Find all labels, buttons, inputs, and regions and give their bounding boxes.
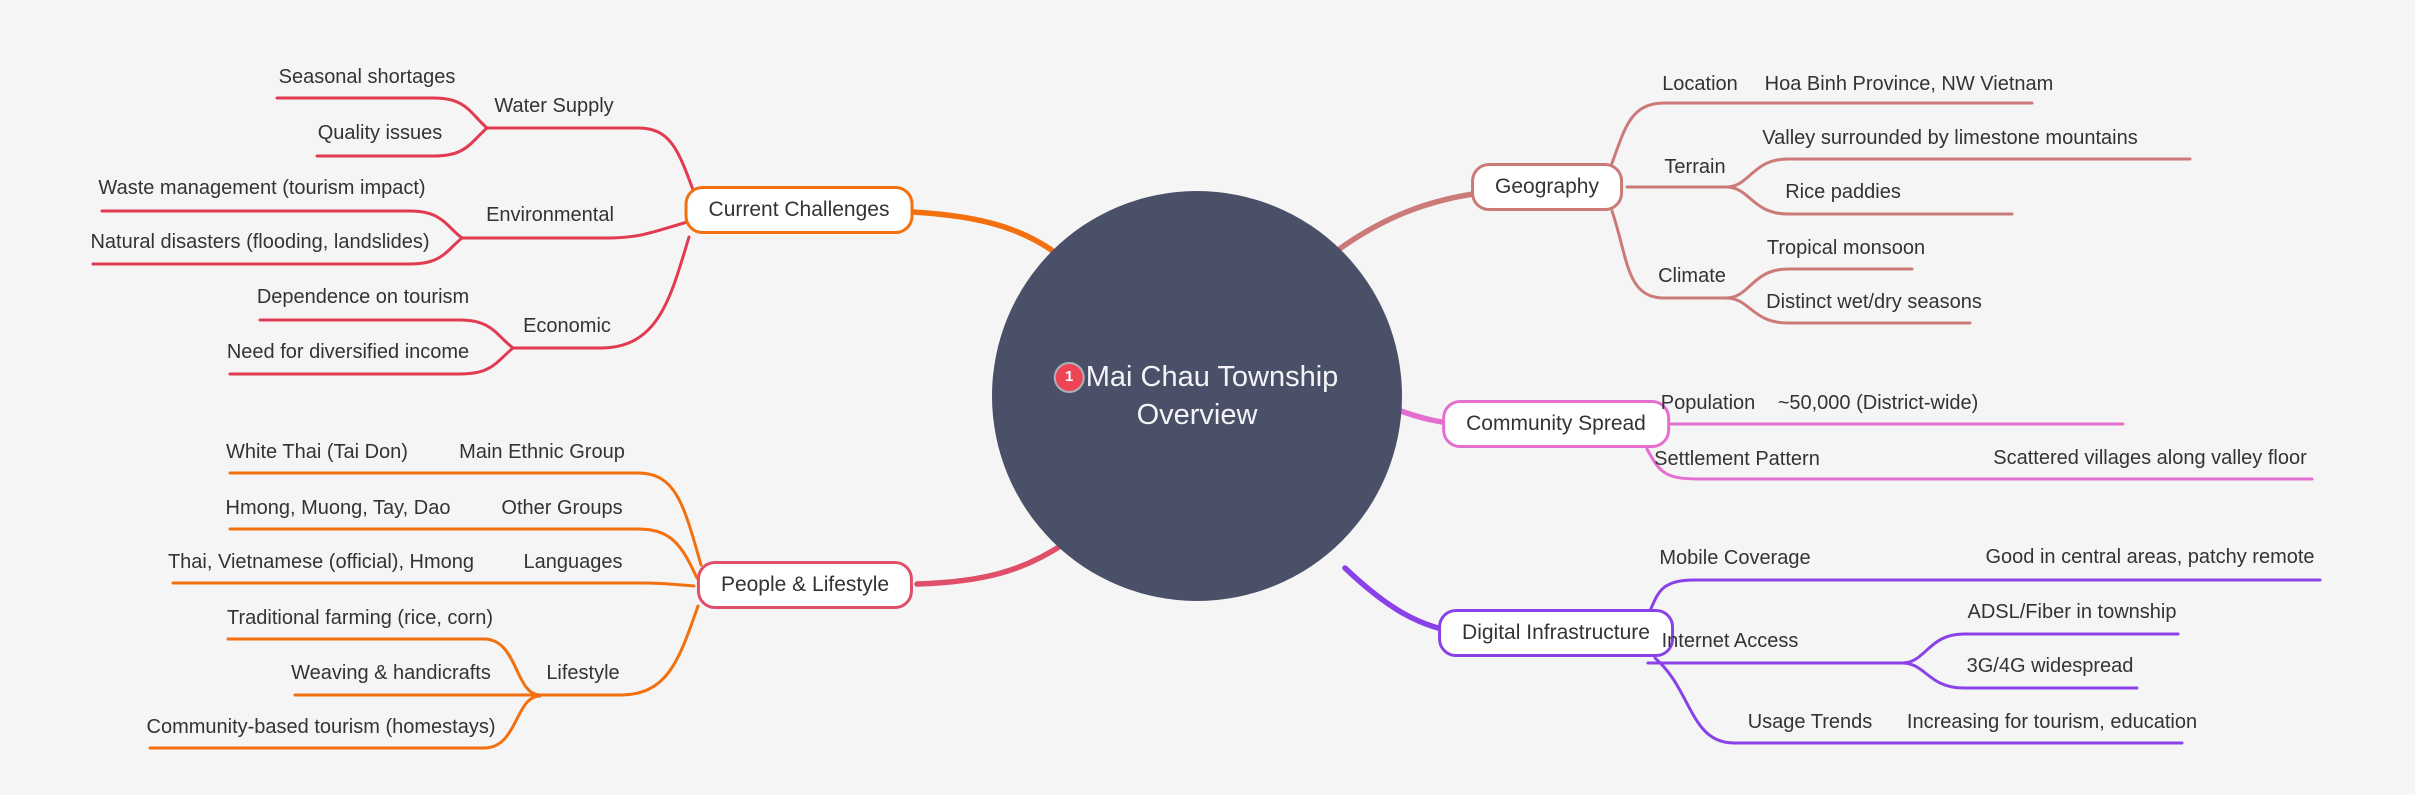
leaf-quality-issues: Quality issues xyxy=(317,122,443,144)
leaf-traditional-farming: Traditional farming (rice, corn) xyxy=(226,607,494,629)
label-location: Location xyxy=(1662,73,1738,95)
leaf-weaving-handicrafts: Weaving & handicrafts xyxy=(291,662,491,684)
label-economic: Economic xyxy=(523,315,611,337)
edge-diversified xyxy=(228,346,515,376)
leaf-usage-value: Increasing for tourism, education xyxy=(1906,711,2198,733)
edge-main-ethnic xyxy=(228,471,703,567)
edge-people-root xyxy=(914,540,1068,587)
edges-challenges xyxy=(91,96,698,376)
edge-farming xyxy=(226,637,542,697)
leaf-wet-dry-seasons: Distinct wet/dry seasons xyxy=(1766,291,1982,313)
label-terrain: Terrain xyxy=(1664,156,1726,178)
center-title-row: 1 Mai Chau Township xyxy=(1055,358,1339,396)
label-population: Population xyxy=(1660,392,1756,414)
leaf-hmong-muong: Hmong, Muong, Tay, Dao xyxy=(225,497,451,519)
branch-node-people-lifestyle: People & Lifestyle xyxy=(696,561,914,609)
edges-digital xyxy=(1646,578,2322,745)
edges-geography xyxy=(1609,101,2192,325)
label-internet-access: Internet Access xyxy=(1661,630,1799,652)
center-badge: 1 xyxy=(1055,363,1083,391)
edge-other-groups xyxy=(228,527,699,580)
leaf-waste-management: Waste management (tourism impact) xyxy=(98,177,426,199)
edge-location xyxy=(1609,101,2034,168)
edge-climate-spine xyxy=(1610,209,1728,300)
label-water-supply: Water Supply xyxy=(494,95,614,117)
label-main-ethnic-group: Main Ethnic Group xyxy=(459,441,625,463)
edge-lifestyle-spine xyxy=(538,604,700,697)
branch-node-digital-infrastructure: Digital Infrastructure xyxy=(1438,609,1674,657)
branch-node-geography: Geography xyxy=(1471,163,1623,211)
edge-languages xyxy=(171,581,696,588)
center-node-circle xyxy=(992,191,1402,601)
edge-seasons xyxy=(1724,296,1972,325)
edge-waste xyxy=(100,209,464,240)
label-other-groups: Other Groups xyxy=(501,497,623,519)
leaf-natural-disasters: Natural disasters (flooding, landslides) xyxy=(90,231,430,253)
label-lifestyle: Lifestyle xyxy=(546,662,620,684)
edge-homestays xyxy=(148,694,542,750)
center-title-line1: Mai Chau Township xyxy=(1085,361,1339,393)
leaf-population-value: ~50,000 (District-wide) xyxy=(1777,392,1979,414)
edge-valley xyxy=(1724,157,2192,189)
leaf-3g4g: 3G/4G widespread xyxy=(1966,655,2134,677)
label-usage-trends: Usage Trends xyxy=(1747,711,1873,733)
edge-environmental-spine xyxy=(460,219,693,240)
label-environmental: Environmental xyxy=(486,204,614,226)
leaf-valley-limestone: Valley surrounded by limestone mountains xyxy=(1762,127,2138,149)
edges-community xyxy=(1641,422,2314,481)
leaf-thai-vietnamese: Thai, Vietnamese (official), Hmong xyxy=(167,551,475,573)
edge-seasonal xyxy=(275,96,489,130)
center-node: 1 Mai Chau Township Overview xyxy=(1055,358,1339,434)
center-title-line2: Overview xyxy=(1136,399,1258,431)
edge-dependence xyxy=(258,318,515,350)
edge-quality xyxy=(315,126,489,158)
branch-node-community-spread: Community Spread xyxy=(1442,400,1670,448)
edge-economic-spine xyxy=(511,235,691,350)
label-mobile-coverage: Mobile Coverage xyxy=(1659,547,1811,569)
leaf-mobile-value: Good in central areas, patchy remote xyxy=(1985,546,2315,568)
leaf-seasonal-shortages: Seasonal shortages xyxy=(278,66,456,88)
label-settlement-pattern: Settlement Pattern xyxy=(1654,448,1820,470)
edge-mobile xyxy=(1648,578,2322,613)
edge-disasters xyxy=(91,236,464,266)
leaf-community-tourism: Community-based tourism (homestays) xyxy=(146,716,496,738)
edge-adsl xyxy=(1900,632,2180,665)
branch-node-current-challenges: Current Challenges xyxy=(684,186,914,234)
leaf-tropical-monsoon: Tropical monsoon xyxy=(1766,237,1926,259)
edges-people xyxy=(148,471,703,750)
leaf-adsl-fiber: ADSL/Fiber in township xyxy=(1967,601,2177,623)
edge-challenges-root xyxy=(909,209,1068,263)
leaf-hoa-binh: Hoa Binh Province, NW Vietnam xyxy=(1764,73,2054,95)
edge-rice xyxy=(1724,185,2014,216)
edge-water-spine xyxy=(485,126,698,200)
leaf-diversified-income: Need for diversified income xyxy=(226,341,470,363)
leaf-white-thai: White Thai (Tai Don) xyxy=(226,441,408,463)
edge-usage xyxy=(1653,656,2184,745)
edge-settlement xyxy=(1645,447,2314,481)
leaf-rice-paddies: Rice paddies xyxy=(1785,181,1901,203)
leaf-dependence-tourism: Dependence on tourism xyxy=(256,286,470,308)
edge-monsoon xyxy=(1724,267,1914,300)
leaf-scattered-villages: Scattered villages along valley floor xyxy=(1993,447,2307,469)
label-climate: Climate xyxy=(1658,265,1726,287)
label-languages: Languages xyxy=(523,551,623,573)
edge-3g4g xyxy=(1900,661,2139,690)
edge-geography-root xyxy=(1335,190,1483,253)
